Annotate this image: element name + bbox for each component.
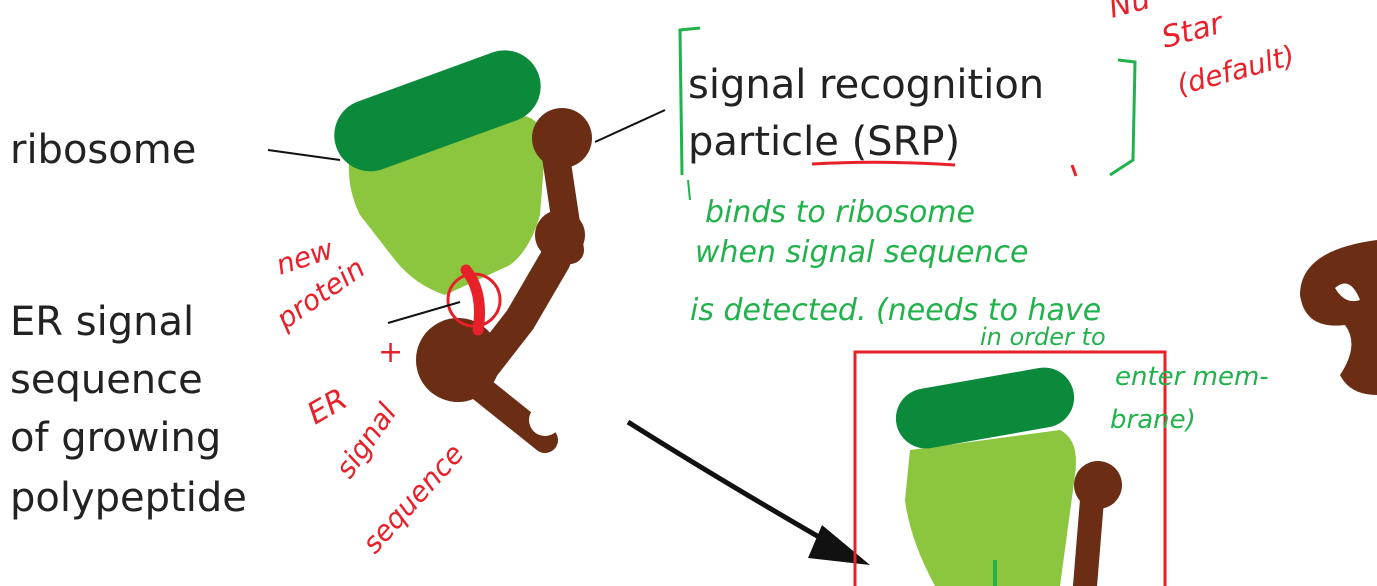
srp-label-line2: particle (SRP) — [688, 119, 960, 165]
srp-particle-2 — [1073, 461, 1122, 586]
er-signal-label-line4: polypeptide — [10, 475, 247, 521]
ribosome-leader-line — [267, 149, 341, 161]
green-note-2: when signal sequence — [695, 235, 1028, 270]
ribosome-label: ribosome — [10, 127, 196, 173]
green-note-3: is detected. (needs to have — [690, 293, 1101, 328]
transition-arrow — [626, 419, 840, 551]
transition-arrowhead — [808, 525, 870, 565]
red-tick-mark — [1070, 164, 1078, 177]
srp-particle — [416, 108, 592, 453]
green-note-5: enter mem- — [1115, 362, 1269, 392]
ribosome-large-subunit-2 — [895, 367, 1075, 449]
er-signal-label-line2: sequence — [10, 357, 203, 403]
green-annotations: binds to ribosome when signal sequence i… — [687, 179, 1269, 435]
srp-label-line1: signal recognition — [688, 62, 1044, 108]
red-note-plus: + — [378, 335, 403, 370]
ribosome-large-subunit — [334, 50, 541, 172]
red-note-er: ER — [302, 382, 354, 432]
srp-label-bracket — [678, 26, 1137, 177]
srp-leader-line — [594, 109, 666, 143]
right-red-box — [853, 350, 1167, 586]
red-corner-note-1: Nu — [1105, 0, 1154, 26]
signal-sequence-red-circle — [446, 272, 502, 328]
left-complex — [334, 50, 592, 453]
green-note-4: in order to — [980, 323, 1106, 351]
srp-receptor-fragment — [1300, 240, 1377, 395]
green-note-6: brane) — [1110, 405, 1196, 435]
er-signal-leader-line — [387, 301, 461, 324]
right-complex — [853, 350, 1167, 586]
red-corner-note-2: Star — [1158, 6, 1228, 56]
ribosome-small-subunit-2 — [905, 430, 1076, 586]
er-signal-label-line1: ER signal — [10, 299, 194, 345]
green-note-1: binds to ribosome — [705, 195, 975, 230]
srp-underline — [811, 160, 956, 167]
er-signal-label-line3: of growing — [10, 415, 221, 461]
